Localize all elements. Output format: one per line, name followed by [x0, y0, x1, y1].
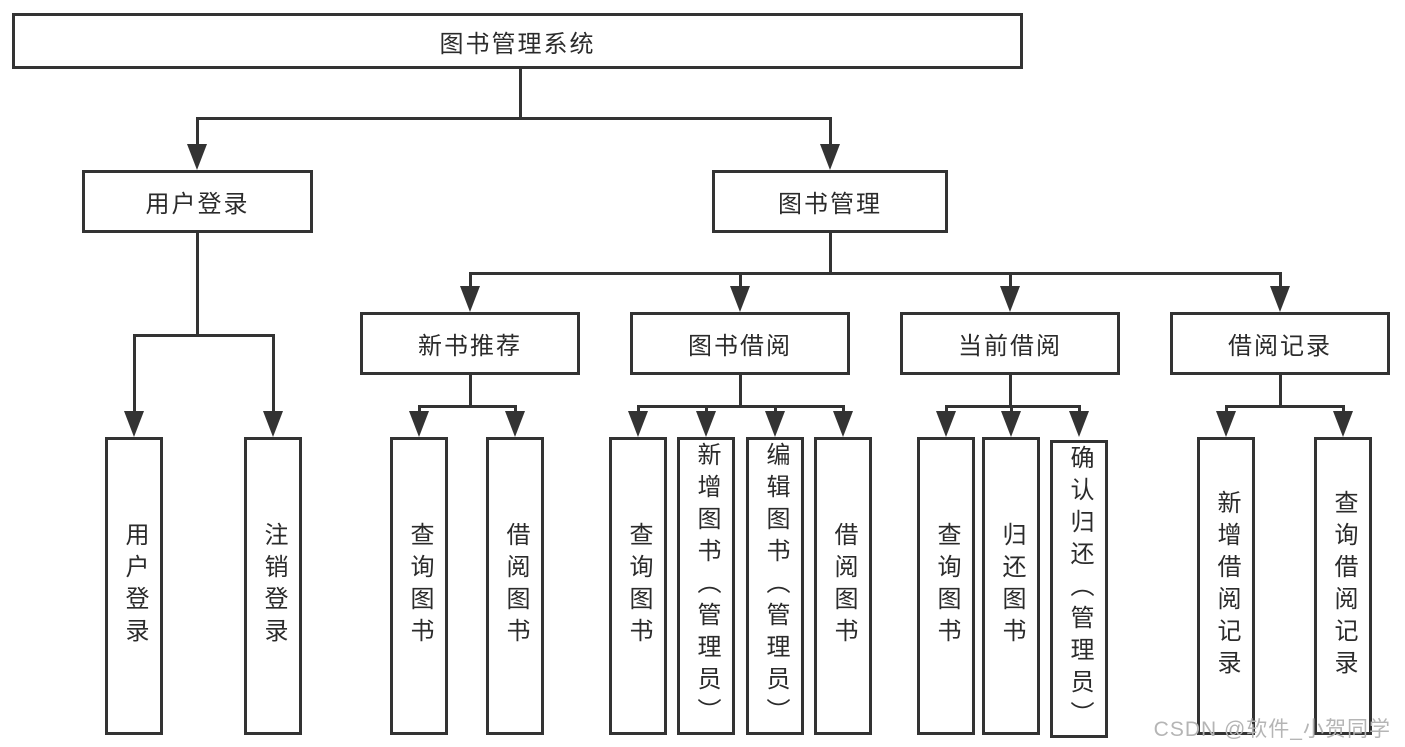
node-book-borrowing: 图书借阅: [630, 312, 850, 375]
connector-vline: [1009, 375, 1012, 408]
connector-vline: [705, 405, 708, 413]
node-new-book-recommend: 新书推荐: [360, 312, 580, 375]
connector-vline: [1225, 405, 1228, 413]
leaf-br-query-record-label: 查询借阅记录: [1330, 490, 1357, 682]
node-book-management: 图书管理: [712, 170, 948, 233]
connector-vline: [842, 405, 845, 413]
arrowhead-down-icon: [765, 411, 785, 437]
connector-vline: [739, 272, 742, 288]
leaf-cb-return-book: 归还图书: [982, 437, 1040, 735]
connector-vline: [514, 405, 517, 413]
arrowhead-down-icon: [1000, 286, 1020, 312]
arrowhead-down-icon: [187, 144, 207, 170]
arrowhead-down-icon: [505, 411, 525, 437]
arrowhead-down-icon: [730, 286, 750, 312]
connector-vline: [133, 334, 136, 411]
leaf-user-login: 用户登录: [105, 437, 163, 735]
leaf-nbr-borrow-book: 借阅图书: [486, 437, 544, 735]
connector-vline: [469, 375, 472, 408]
leaf-bb-edit-book-admin-label: 编辑图书（管理员）: [762, 442, 789, 730]
node-user-login: 用户登录: [82, 170, 313, 233]
leaf-bb-query-book: 查询图书: [609, 437, 667, 735]
connector-vline: [1279, 272, 1282, 288]
leaf-bb-borrow-book-label: 借阅图书: [830, 522, 857, 650]
arrowhead-down-icon: [1216, 411, 1236, 437]
connector-vline: [272, 334, 275, 411]
connector-vline: [774, 405, 777, 413]
node-root-label: 图书管理系统: [439, 30, 596, 58]
node-borrowing-records: 借阅记录: [1170, 312, 1390, 375]
connector-vline: [469, 272, 472, 288]
connector-hline: [469, 272, 1282, 275]
connector-vline: [637, 405, 640, 413]
leaf-br-add-record-label: 新增借阅记录: [1213, 490, 1240, 682]
arrowhead-down-icon: [1001, 411, 1021, 437]
leaf-bb-query-book-label: 查询图书: [625, 522, 652, 650]
leaf-nbr-borrow-book-label: 借阅图书: [502, 522, 529, 650]
connector-vline: [1010, 405, 1013, 413]
leaf-cb-query-book-label: 查询图书: [933, 522, 960, 650]
arrowhead-down-icon: [1270, 286, 1290, 312]
leaf-br-add-record: 新增借阅记录: [1197, 437, 1255, 735]
leaf-bb-add-book-admin-label: 新增图书（管理员）: [693, 442, 720, 730]
arrowhead-down-icon: [409, 411, 429, 437]
arrowhead-down-icon: [833, 411, 853, 437]
leaf-logout: 注销登录: [244, 437, 302, 735]
connector-vline: [519, 68, 522, 119]
node-borrowing-records-label: 借阅记录: [1228, 333, 1332, 360]
node-root: 图书管理系统: [12, 13, 1023, 69]
connector-hline: [133, 334, 275, 337]
arrowhead-down-icon: [263, 411, 283, 437]
node-current-borrowing: 当前借阅: [900, 312, 1120, 375]
node-book-borrowing-label: 图书借阅: [688, 333, 792, 360]
arrowhead-down-icon: [936, 411, 956, 437]
leaf-user-login-label: 用户登录: [121, 522, 148, 650]
leaf-nbr-query-book: 查询图书: [390, 437, 448, 735]
connector-vline: [196, 117, 199, 146]
arrowhead-down-icon: [1069, 411, 1089, 437]
arrowhead-down-icon: [460, 286, 480, 312]
leaf-nbr-query-book-label: 查询图书: [406, 522, 433, 650]
leaf-cb-return-book-label: 归还图书: [998, 522, 1025, 650]
arrowhead-down-icon: [1333, 411, 1353, 437]
leaf-bb-add-book-admin: 新增图书（管理员）: [677, 437, 735, 735]
node-book-management-label: 图书管理: [778, 191, 882, 218]
arrowhead-down-icon: [696, 411, 716, 437]
connector-vline: [945, 405, 948, 413]
connector-hline: [418, 405, 517, 408]
leaf-br-query-record: 查询借阅记录: [1314, 437, 1372, 735]
arrowhead-down-icon: [820, 144, 840, 170]
leaf-bb-edit-book-admin: 编辑图书（管理员）: [746, 437, 804, 735]
connector-vline: [418, 405, 421, 413]
connector-vline: [196, 233, 199, 337]
connector-vline: [1078, 405, 1081, 413]
leaf-logout-label: 注销登录: [260, 522, 287, 650]
leaf-cb-confirm-return-admin-label: 确认归还（管理员）: [1066, 445, 1093, 733]
connector-vline: [1342, 405, 1345, 413]
leaf-bb-borrow-book: 借阅图书: [814, 437, 872, 735]
connector-vline: [739, 375, 742, 408]
connector-vline: [1009, 272, 1012, 288]
connector-vline: [829, 233, 832, 275]
connector-vline: [829, 117, 832, 146]
csdn-watermark: CSDN @软件_小贺同学: [1153, 718, 1391, 741]
node-current-borrowing-label: 当前借阅: [958, 333, 1062, 360]
arrowhead-down-icon: [124, 411, 144, 437]
connector-hline: [196, 117, 832, 120]
leaf-cb-confirm-return-admin: 确认归还（管理员）: [1050, 440, 1108, 738]
node-new-book-recommend-label: 新书推荐: [418, 333, 522, 360]
leaf-cb-query-book: 查询图书: [917, 437, 975, 735]
node-user-login-label: 用户登录: [145, 191, 250, 218]
arrowhead-down-icon: [628, 411, 648, 437]
connector-hline: [637, 405, 845, 408]
connector-hline: [1225, 405, 1344, 408]
connector-vline: [1279, 375, 1282, 408]
